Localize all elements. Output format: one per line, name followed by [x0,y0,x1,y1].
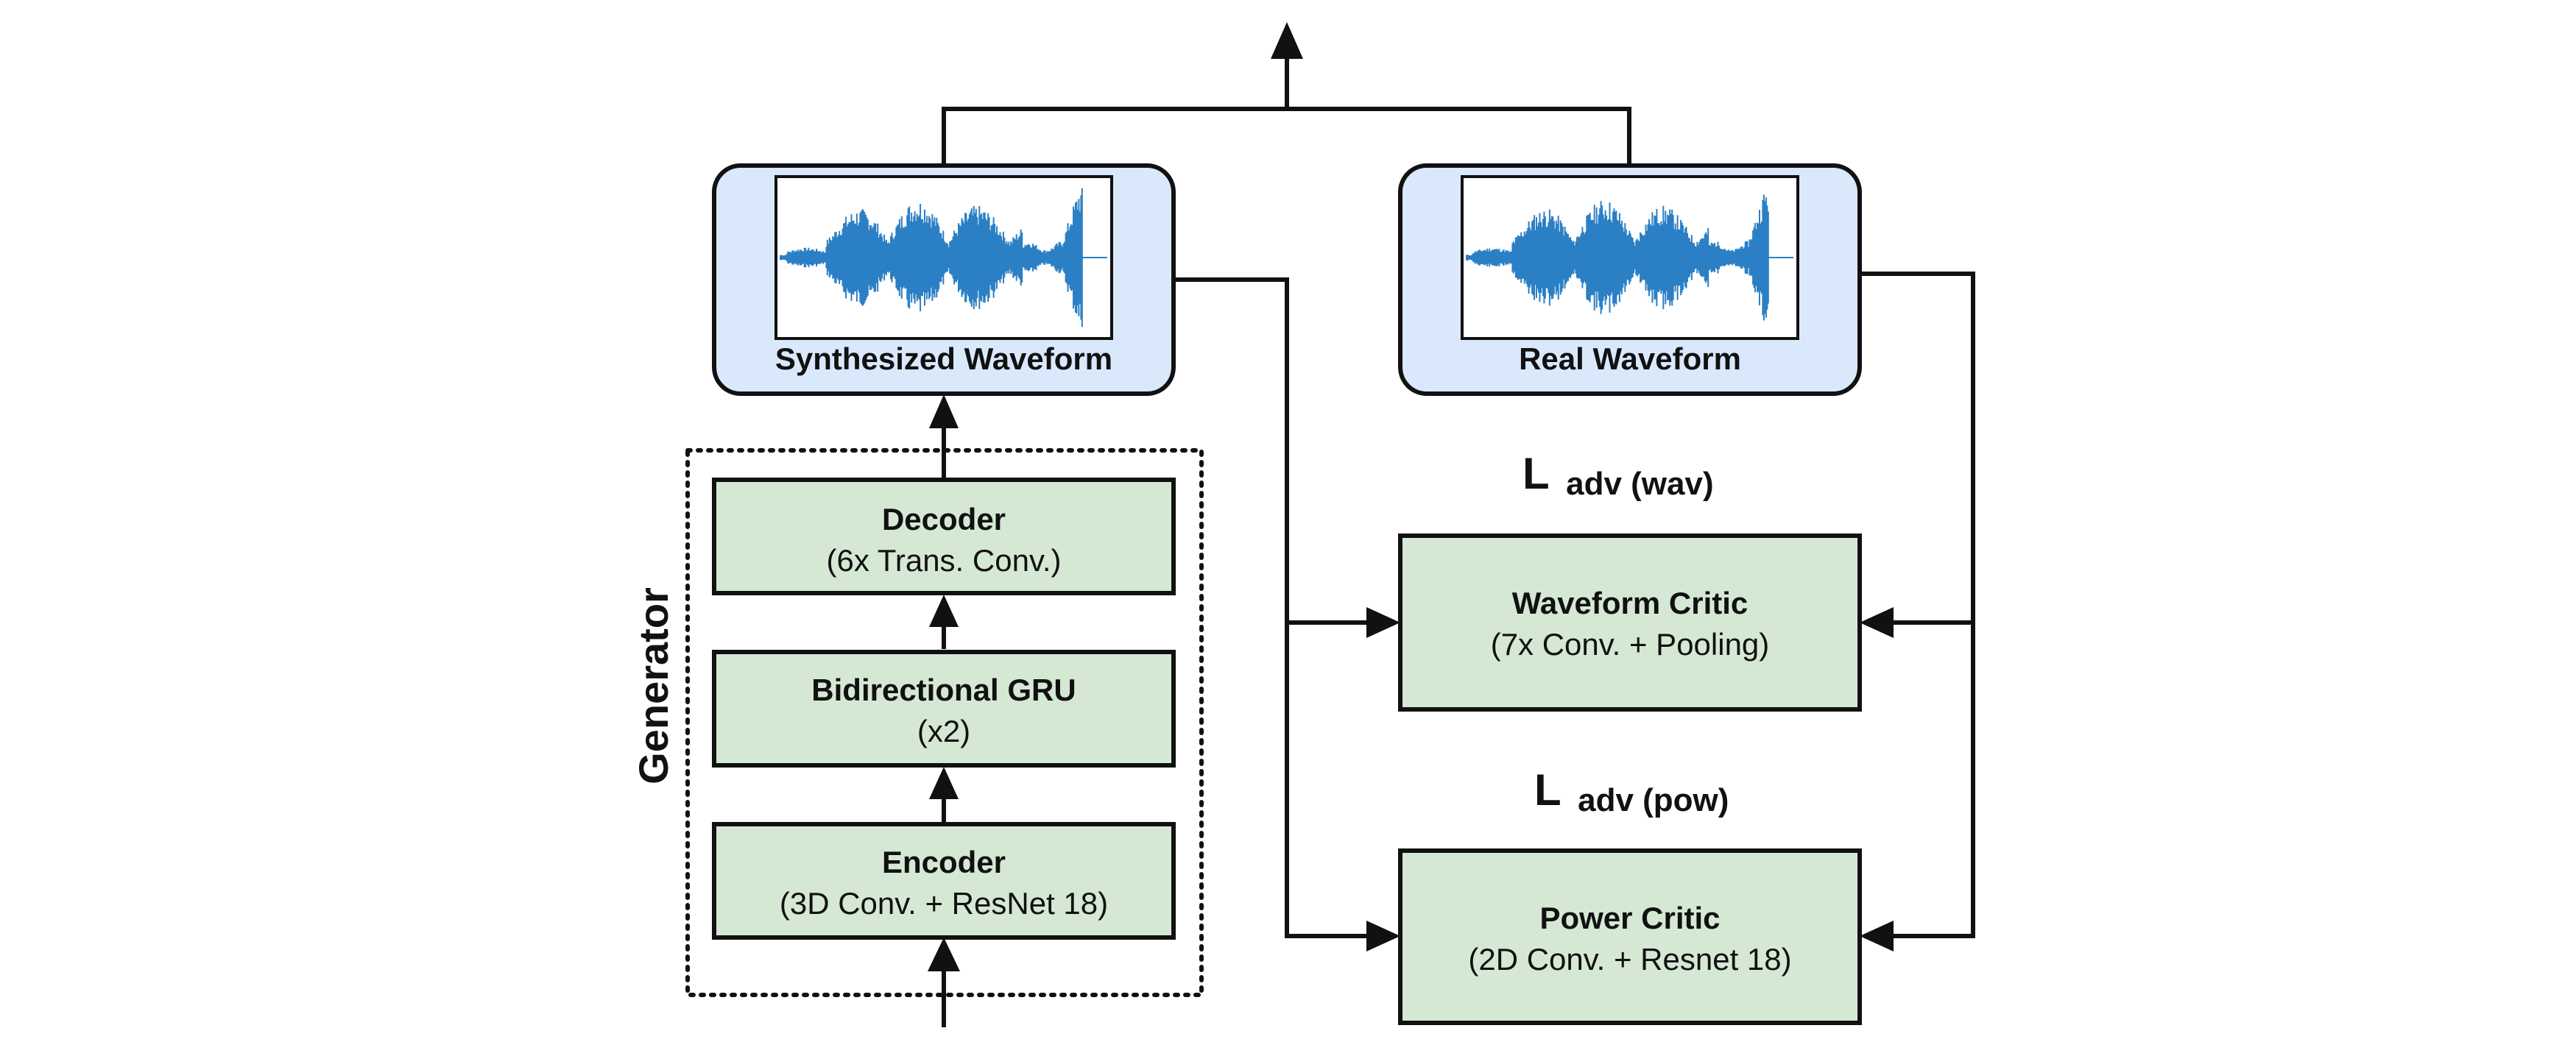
gru-box [712,650,1176,768]
dec-synth-arrowhead [929,394,959,428]
synth-wav-critic-arrowhead [1366,607,1400,638]
synth-pow-critic-arrowhead [1366,921,1400,951]
real-waveform-panel: Real Waveform [1398,163,1862,396]
connectors [928,22,1975,1027]
top-output-arrowhead [1271,22,1303,59]
waveform-critic-loss-main: L [1522,449,1550,498]
input-arrowhead [928,938,960,971]
encoder-subtitle: (3D Conv. + ResNet 18) [780,886,1108,921]
gru-title: Bidirectional GRU [811,673,1076,707]
real-pow-critic-arrowhead [1860,921,1894,951]
gru-subtitle: (x2) [917,714,970,748]
real-label: Real Waveform [1519,341,1741,376]
waveform-critic-box [1398,534,1862,712]
power-critic-title: Power Critic [1539,901,1720,935]
decoder-box [712,478,1176,595]
power-critic-box [1398,848,1862,1025]
waveform-critic-subtitle: (7x Conv. + Pooling) [1491,627,1770,662]
decoder-subtitle: (6x Trans. Conv.) [827,543,1062,578]
real-to-critics-line [1861,272,1975,938]
power-critic-loss-label: L adv (pow) [1534,765,1729,818]
gru-dec-arrowhead [929,595,959,627]
synth-to-critics-line [1175,277,1371,938]
encoder-block: Encoder (3D Conv. + ResNet 18) [712,822,1176,940]
real-waveform-trace [1466,194,1793,321]
real-wav-critic-arrowhead [1860,607,1894,638]
decoder-title: Decoder [882,502,1006,536]
waveform-critic-title: Waveform Critic [1512,586,1748,620]
decoder-block: Decoder (6x Trans. Conv.) [712,478,1176,595]
synth-to-top-line [942,107,1631,166]
generator-group-frame [685,448,1204,997]
synthesized-label: Synthesized Waveform [775,341,1112,376]
synthesized-waveform-panel: Synthesized Waveform [712,163,1176,396]
power-critic-loss-sub: adv (pow) [1578,782,1729,818]
encoder-box [712,822,1176,940]
waveform-critic-block: L adv (wav) Waveform Critic (7x Conv. + … [1398,449,1862,712]
encoder-title: Encoder [882,845,1006,879]
waveform-critic-loss-label: L adv (wav) [1522,449,1714,502]
power-critic-loss-main: L [1534,765,1562,815]
waveform-critic-loss-sub: adv (wav) [1566,466,1714,502]
power-critic-subtitle: (2D Conv. + Resnet 18) [1468,942,1791,977]
synthesized-waveform-trace [780,188,1107,327]
gru-block: Bidirectional GRU (x2) [712,650,1176,768]
generator-label: Generator [630,587,677,784]
power-critic-block: L adv (pow) Power Critic (2D Conv. + Res… [1398,765,1862,1025]
enc-gru-arrowhead [929,767,959,799]
